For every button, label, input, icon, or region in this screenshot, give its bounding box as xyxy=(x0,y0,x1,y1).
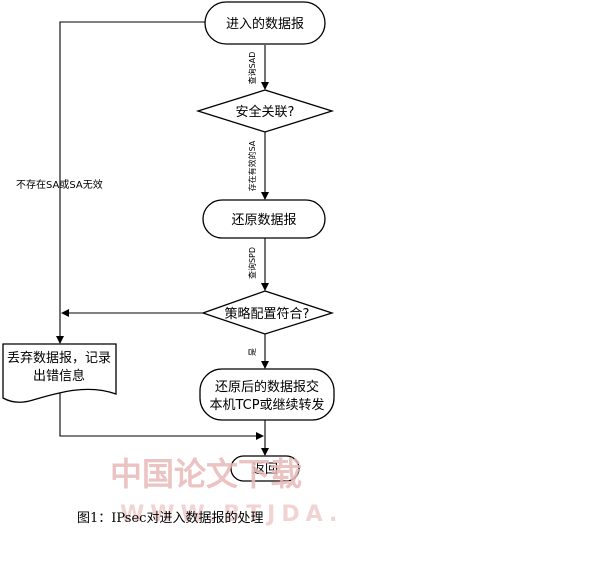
discard-label-line1: 丢弃数据报，记录 xyxy=(7,351,111,366)
discard-label-line2: 出错信息 xyxy=(33,368,85,384)
node-restore: 还原数据报 xyxy=(202,199,326,239)
decision-sa-diamond xyxy=(195,89,335,133)
restore-process xyxy=(202,199,326,239)
start-label: 进入的数据报 xyxy=(226,16,304,32)
edge-label-query-spd: 查询SPD xyxy=(247,247,257,279)
edge-label-valid-sa: 存在有效的SA xyxy=(247,140,257,191)
node-discard: 丢弃数据报，记录 出错信息 xyxy=(2,343,117,403)
node-return: 返回 xyxy=(230,455,300,482)
node-decision-sa: 安全关联? xyxy=(195,89,335,133)
discard-document xyxy=(2,343,117,403)
node-decision-policy: 策略配置符合? xyxy=(201,290,335,335)
node-start: 进入的数据报 xyxy=(204,1,326,45)
forward-label-line2: 本机TCP或继续转发 xyxy=(209,397,324,413)
decision-policy-label: 策略配置符合? xyxy=(225,306,310,322)
watermark-sub: WWW.BTJDA. xyxy=(120,502,343,527)
watermark: 中国论文下载 WWW.BTJDA. xyxy=(110,455,343,527)
edge-label-no-sa: 不存在SA或SA无效 xyxy=(16,178,103,191)
edge-label-query-sad: 查询SAD xyxy=(247,52,257,85)
return-terminal xyxy=(230,455,300,482)
restore-label: 还原数据报 xyxy=(231,213,296,228)
forward-process xyxy=(199,368,335,421)
figure-caption: 图1：IPsec对进入数据报的处理 xyxy=(77,510,263,526)
connectors xyxy=(56,21,269,456)
watermark-main: 中国论文下载 xyxy=(110,455,302,493)
edge-discard-to-return xyxy=(59,393,264,440)
decision-policy-diamond xyxy=(201,290,335,335)
node-forward: 还原后的数据报交 本机TCP或继续转发 xyxy=(199,368,335,421)
edge-start-to-discard xyxy=(56,21,205,344)
return-label: 返回 xyxy=(252,462,278,477)
decision-sa-label: 安全关联? xyxy=(236,104,295,120)
edge-label-yes: 是 xyxy=(248,348,257,356)
start-terminal xyxy=(204,1,326,45)
forward-label-line1: 还原后的数据报交 xyxy=(215,379,319,395)
